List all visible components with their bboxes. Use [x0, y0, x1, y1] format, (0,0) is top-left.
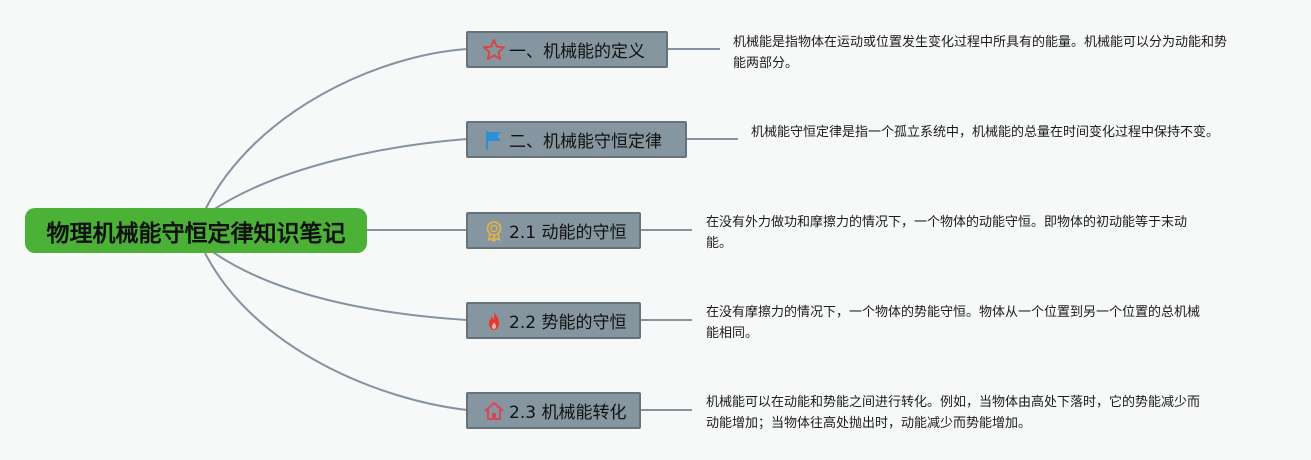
note-potential-energy: 在没有摩擦力的情况下，一个物体的势能守恒。物体从一个位置到另一个位置的总机械能相…	[706, 305, 1201, 341]
branch-topic-kinetic-energy[interactable]: 2.1 动能的守恒	[466, 212, 641, 249]
fire-icon	[482, 309, 506, 333]
branch-topic-label: 2.2 势能的守恒	[509, 313, 627, 333]
branch-topic-label: 2.3 机械能转化	[509, 403, 627, 423]
house-icon	[482, 399, 506, 423]
connector-root-branch-4	[209, 249, 468, 321]
note-energy-conversion: 机械能可以在动能和势能之间进行转化。例如，当物体由高处下落时，它的势能减少而动能…	[706, 395, 1201, 431]
note-definition: 机械能是指物体在运动或位置发生变化过程中所具有的能量。机械能可以分为动能和势能两…	[733, 35, 1228, 71]
connector-root-branch-1	[204, 48, 468, 211]
branch-topic-label: 一、机械能的定义	[509, 42, 645, 62]
note-kinetic-energy: 在没有外力做功和摩擦力的情况下，一个物体的动能守恒。即物体的初动能等于末动能。	[706, 215, 1188, 251]
branch-topic-energy-conversion[interactable]: 2.3 机械能转化	[466, 392, 641, 429]
branch-topic-label: 2.1 动能的守恒	[509, 223, 627, 243]
connector-root-branch-5	[204, 252, 468, 411]
branch-topic-conservation-law[interactable]: 二、机械能守恒定律	[466, 121, 687, 158]
branch-topic-definition[interactable]: 一、机械能的定义	[466, 31, 668, 68]
branch-topic-label: 二、机械能守恒定律	[509, 132, 662, 152]
root-topic-label: 物理机械能守恒定律知识笔记	[46, 220, 346, 247]
flag-icon	[482, 128, 506, 152]
branch-topic-potential-energy[interactable]: 2.2 势能的守恒	[466, 302, 641, 339]
root-topic[interactable]: 物理机械能守恒定律知识笔记	[25, 208, 367, 253]
note-conservation-law: 机械能守恒定律是指一个孤立系统中，机械能的总量在时间变化过程中保持不变。	[751, 125, 1220, 140]
connector-root-branch-2	[209, 138, 468, 213]
star-icon	[482, 38, 506, 62]
medal-icon	[482, 219, 506, 243]
